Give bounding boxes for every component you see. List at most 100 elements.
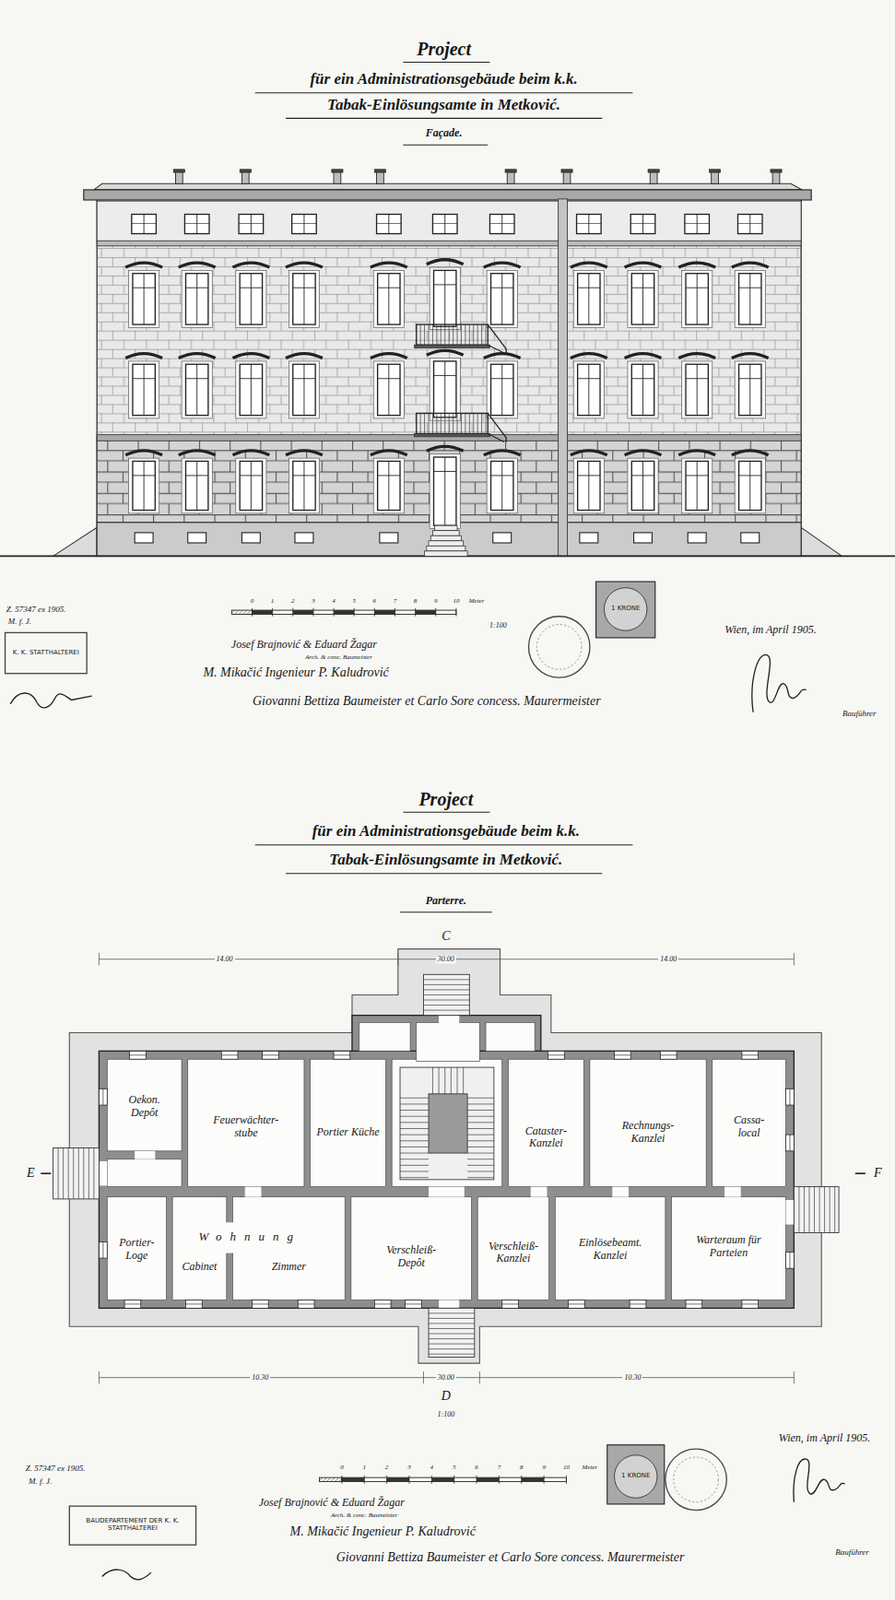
stamp-text: K. K. STATTHALTEREI: [9, 649, 83, 658]
stair-step: [457, 1067, 459, 1095]
window-transom: [577, 474, 601, 476]
railing-bar: [428, 412, 430, 434]
mezzanine-window: [238, 214, 264, 235]
stair-step: [467, 1158, 495, 1160]
dimension: 10.30: [249, 1373, 271, 1382]
stair-step: [798, 1187, 800, 1234]
room-label: Cabinet: [172, 1260, 227, 1274]
stair-step: [400, 1171, 429, 1173]
window-transom: [238, 223, 264, 224]
scale-number: 3: [407, 1464, 412, 1473]
window-glass: [789, 1251, 790, 1269]
railing-bar: [440, 412, 442, 434]
plan-window: [333, 1050, 351, 1060]
window: [186, 364, 209, 415]
room-label: Feuerwächter- stube: [188, 1115, 305, 1142]
window-mullion: [444, 270, 446, 327]
scale-tick: [353, 608, 355, 617]
window: [293, 460, 316, 510]
window: [186, 273, 209, 325]
window-transom: [491, 287, 514, 289]
stair-step: [432, 1067, 434, 1095]
stair-step: [444, 1067, 446, 1095]
door-opening: [612, 1187, 629, 1198]
roof: [94, 183, 802, 190]
window-surround: [734, 270, 766, 328]
sheet-marks: [5, 62, 846, 1580]
scale-number: 7: [393, 598, 398, 606]
stair-step: [400, 1097, 429, 1099]
place-date: Wien, im April 1905.: [778, 1433, 871, 1446]
window: [377, 273, 401, 325]
stair-step: [428, 1312, 475, 1314]
window-transom: [239, 474, 262, 476]
mezzanine-window: [376, 214, 402, 235]
file-number: M. f. J.: [8, 617, 32, 627]
room-floor: [712, 1059, 787, 1187]
window-mullion: [501, 364, 503, 415]
basement-window: [741, 532, 760, 543]
railing-bar: [477, 324, 479, 345]
scale-number: 0: [250, 598, 255, 606]
scale-subdivision: [319, 1477, 342, 1482]
scale-number: 0: [340, 1464, 344, 1473]
window-mullion: [250, 273, 252, 325]
railing-bar: [420, 324, 422, 345]
ramp: [800, 527, 842, 556]
scale-tick: [292, 608, 294, 617]
window: [491, 460, 514, 510]
plan-window: [297, 1300, 315, 1309]
stair-step: [68, 1148, 70, 1200]
title-line: Project: [418, 789, 473, 810]
plan-window: [124, 1300, 142, 1309]
title-underline: [400, 911, 493, 913]
plan-window: [405, 1300, 423, 1309]
room-floor: [359, 1022, 411, 1051]
railing-bar: [464, 412, 466, 434]
dimension: 14.00: [214, 954, 236, 964]
window-transom: [684, 223, 710, 224]
basement-window: [188, 532, 207, 543]
window-mullion: [444, 361, 446, 418]
title-underline: [402, 144, 488, 146]
mezzanine-window: [630, 214, 656, 235]
stair-step: [423, 984, 470, 986]
door-opening: [245, 1187, 262, 1198]
railing-bar: [452, 324, 454, 345]
window-transom: [132, 377, 155, 379]
window-hood: [125, 262, 163, 268]
scale-number: 4: [430, 1464, 435, 1473]
room-box: Portier Küche: [310, 1059, 387, 1187]
facade-elevation: [0, 169, 895, 557]
window-mullion: [196, 214, 198, 235]
window-hood: [570, 353, 608, 359]
ramp: [53, 527, 98, 556]
window: [631, 460, 654, 510]
cornice: [83, 189, 812, 201]
window-transom: [739, 287, 762, 289]
window-transom: [434, 471, 457, 472]
entrance-step: [432, 530, 460, 537]
signature: [752, 654, 807, 712]
mezzanine-window: [131, 214, 157, 235]
railing-bar: [485, 324, 487, 345]
stair-step: [93, 1148, 95, 1200]
window-transom: [186, 474, 209, 476]
entrance-stair: [423, 974, 470, 1015]
window-surround: [373, 270, 404, 328]
plan-window: [741, 1300, 759, 1309]
plan-window: [129, 1050, 147, 1060]
railing-bar: [469, 324, 471, 345]
mezzanine-window: [737, 214, 763, 235]
window-hood: [125, 450, 163, 456]
window: [491, 364, 514, 415]
stair-step: [400, 1153, 429, 1155]
scale-tick: [386, 1475, 388, 1484]
window-hood: [370, 262, 408, 268]
dimension-tick: [397, 953, 399, 966]
window-mullion: [501, 214, 503, 235]
room-box: Verschleiß- Depôt: [351, 1197, 472, 1301]
railing-bar: [435, 324, 437, 345]
plan-window: [614, 1050, 632, 1060]
window-hood: [285, 450, 323, 456]
